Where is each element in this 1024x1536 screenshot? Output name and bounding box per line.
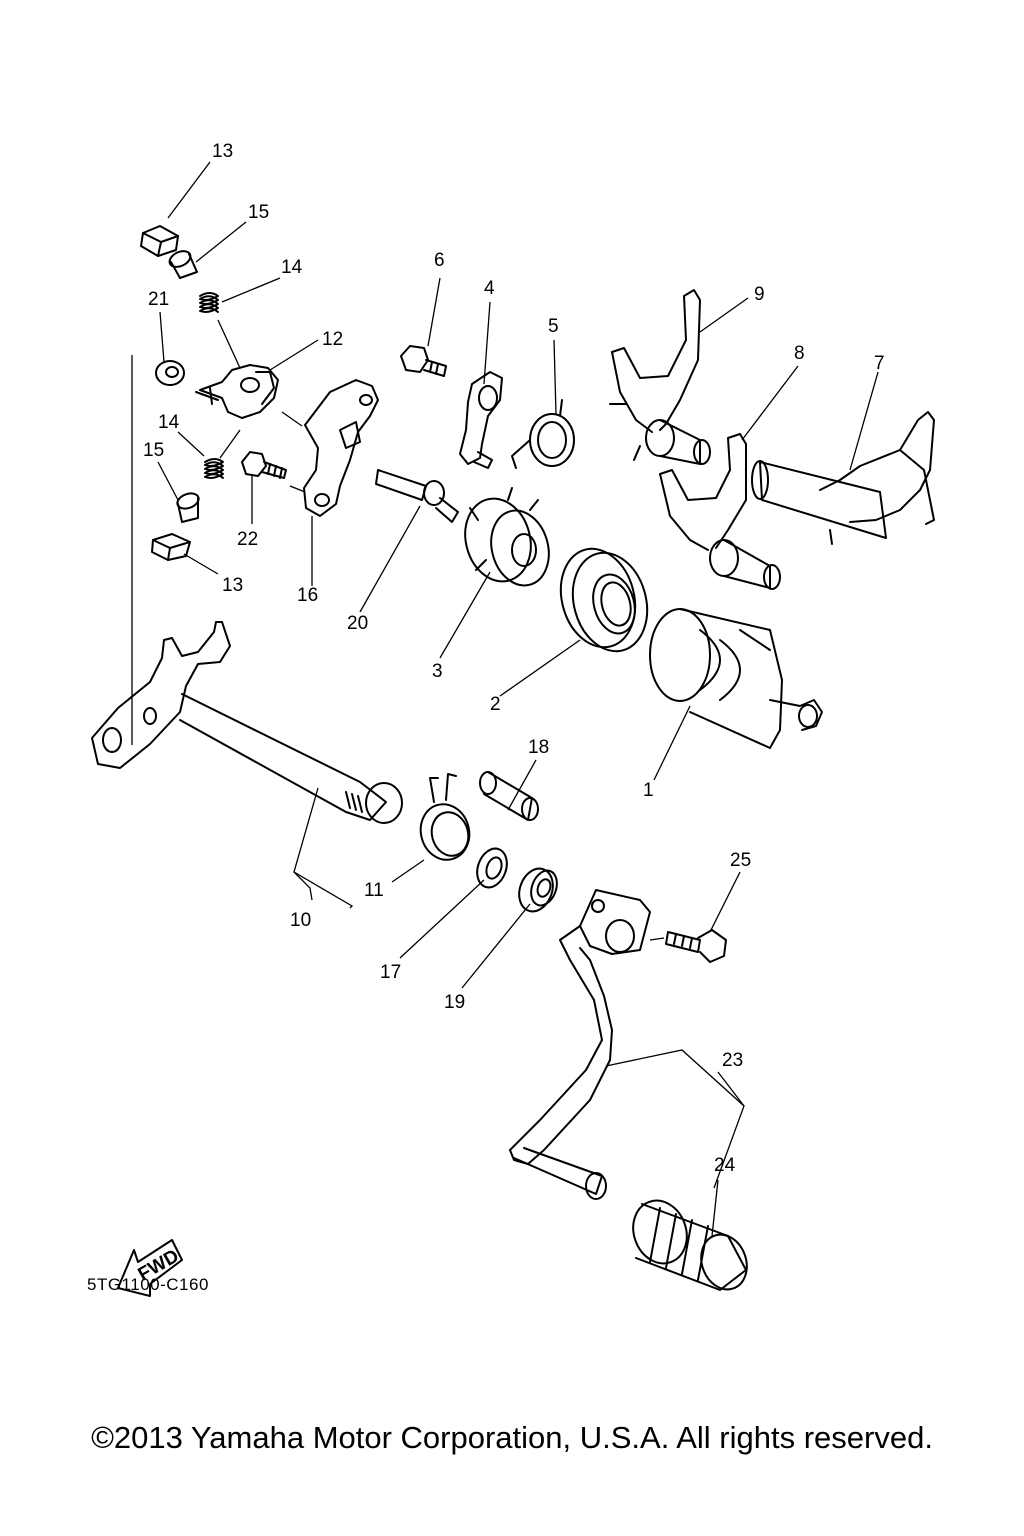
- callout-12: 12: [322, 329, 343, 350]
- callout-19: 19: [444, 992, 465, 1013]
- callout-14-lower: 14: [158, 412, 180, 433]
- part-20-pin: [375, 469, 459, 523]
- callout-18: 18: [528, 737, 549, 758]
- callout-labels: 13 15 14 21 12 14 15 13 22 16 6 4 5 9 8 …: [143, 141, 885, 1176]
- part-4-lever: [459, 371, 503, 469]
- callout-13-lower: 13: [222, 575, 243, 596]
- part-17-washer: [476, 847, 508, 889]
- part-25-bolt: [665, 929, 727, 963]
- callout-11: 11: [364, 880, 384, 901]
- part-21-washer: [155, 360, 185, 386]
- callout-1: 1: [643, 780, 654, 801]
- part-1-shift-cam: [649, 608, 823, 749]
- leader-lines: [157, 161, 879, 1237]
- part-7-fork-shaft: [751, 411, 935, 545]
- callout-4: 4: [484, 278, 495, 299]
- callout-25: 25: [730, 850, 751, 871]
- drawing-code: 5TG1100-C160: [87, 1275, 209, 1294]
- callout-8: 8: [794, 343, 805, 364]
- callout-6: 6: [434, 250, 445, 271]
- part-11-spring: [419, 773, 471, 861]
- callout-10: 10: [290, 910, 311, 931]
- part-10-shift-shaft: [91, 621, 403, 824]
- part-3-segment: [464, 487, 550, 587]
- part-19-seal: [518, 867, 558, 913]
- callout-5: 5: [548, 316, 559, 337]
- part-6-bolt: [400, 345, 447, 377]
- part-8-fork: [659, 433, 781, 590]
- part-18-pin: [479, 771, 539, 821]
- part-24-pedal-rubber: [632, 1199, 748, 1291]
- part-13-upper: [140, 225, 179, 257]
- callout-21: 21: [148, 289, 169, 310]
- part-22-bolt: [241, 451, 287, 479]
- part-15-upper: [168, 250, 198, 279]
- callout-13-upper: 13: [212, 141, 233, 162]
- callout-15-upper: 15: [248, 202, 269, 223]
- part-12-stopper-lever: [195, 364, 279, 419]
- part-14-lower-spring: [204, 458, 224, 479]
- callout-20: 20: [347, 613, 368, 634]
- callout-7: 7: [874, 353, 885, 374]
- callout-9: 9: [754, 284, 765, 305]
- part-2-bearing: [559, 547, 649, 653]
- callout-24: 24: [714, 1155, 736, 1176]
- callout-3: 3: [432, 661, 443, 682]
- callout-23: 23: [722, 1050, 743, 1071]
- callout-17: 17: [380, 962, 401, 983]
- part-15-lower: [176, 492, 200, 523]
- part-5-spring: [511, 399, 575, 469]
- part-13-lower: [151, 533, 191, 561]
- callout-2: 2: [490, 694, 501, 715]
- part-16-plate: [303, 379, 379, 517]
- callout-16: 16: [297, 585, 318, 606]
- part-14-upper-spring: [199, 292, 219, 313]
- callout-15-lower: 15: [143, 440, 164, 461]
- callout-14-upper: 14: [281, 257, 303, 278]
- callout-22: 22: [237, 529, 258, 550]
- copyright-notice: ©2013 Yamaha Motor Corporation, U.S.A. A…: [91, 1420, 933, 1455]
- part-9-fork: [609, 289, 711, 465]
- part-23-shift-pedal: [509, 889, 651, 1200]
